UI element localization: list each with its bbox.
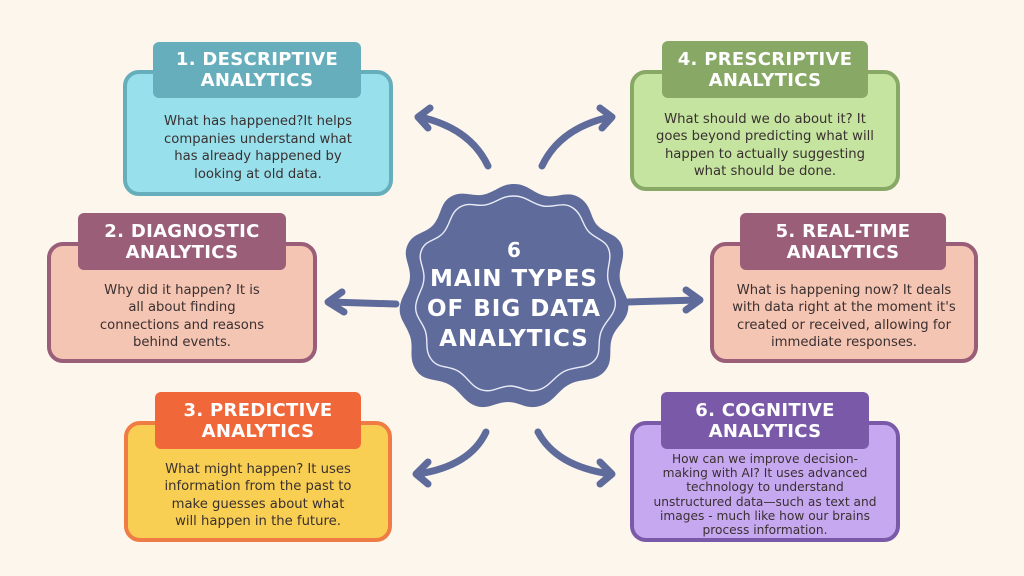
text-line: happen to actually suggesting — [664, 146, 866, 162]
text-line: What has happened?It helps — [163, 114, 353, 129]
text-line: making with AI? It uses advanced — [662, 466, 868, 481]
text-line: technology to understand — [686, 480, 844, 495]
text-line: What is happening now? It deals — [736, 282, 952, 298]
text-line: will happen in the future. — [175, 514, 341, 529]
text-line: has already happened by — [174, 149, 342, 164]
text-line: make guesses about what — [171, 496, 345, 512]
text-line: unstructured data—such as text and — [653, 494, 877, 509]
card-prescriptive-header: 4. PRESCRIPTIVE ANALYTICS — [662, 41, 868, 98]
card-title-line-2: ANALYTICS — [708, 420, 822, 442]
card-title-line-1: 2. DIAGNOSTIC — [104, 220, 260, 242]
card-title-line-1: 3. PREDICTIVE — [183, 399, 333, 421]
center-title: 6 MAIN TYPES OF BIG DATA ANALYTICS — [398, 180, 630, 412]
card-title-line-1: 1. DESCRIPTIVE — [175, 49, 339, 70]
card-title-line-2: ANALYTICS — [786, 241, 900, 263]
arrow-to-predictive-icon — [414, 428, 490, 478]
card-title-line-1: 6. COGNITIVE — [695, 399, 835, 421]
text-line: with data right at the moment it's — [732, 300, 956, 315]
text-line: What should we do about it? It — [664, 111, 866, 127]
text-line: What might happen? It uses — [165, 461, 351, 477]
text-line: behind events. — [132, 335, 232, 350]
card-descriptive-text: What has happened?It helps companies und… — [127, 104, 389, 192]
card-title-line-1: 5. REAL-TIME — [775, 220, 911, 242]
card-title-line-2: ANALYTICS — [201, 420, 315, 442]
card-descriptive-header: 1. DESCRIPTIVE ANALYTICS — [153, 42, 361, 98]
text-line: what should be done. — [693, 164, 837, 179]
card-predictive-text: What might happen? It uses information f… — [128, 453, 388, 538]
card-real-time-text: What is happening now? It deals with dat… — [714, 274, 974, 359]
center-line-2: OF BIG DATA — [426, 296, 602, 322]
card-prescriptive-text: What should we do about it? It goes beyo… — [634, 104, 896, 187]
center-badge-shape — [399, 184, 629, 408]
card-diagnostic-header: 2. DIAGNOSTIC ANALYTICS — [78, 213, 286, 270]
card-title-line-1: 4. PRESCRIPTIVE — [677, 48, 853, 70]
text-line: process information. — [702, 522, 828, 537]
text-line: images - much like how our brains — [660, 508, 870, 523]
card-diagnostic-text: Why did it happen? It is all about findi… — [51, 274, 313, 359]
arrow-to-cognitive-icon — [534, 428, 614, 478]
arrow-to-descriptive-icon — [416, 113, 492, 170]
card-title-line-2: ANALYTICS — [200, 70, 314, 91]
arrow-to-real-time-icon — [624, 296, 702, 306]
card-title-line-2: ANALYTICS — [708, 69, 822, 91]
text-line: connections and reasons — [99, 317, 265, 333]
center-number: 6 — [507, 238, 521, 262]
text-line: immediate responses. — [770, 335, 917, 350]
arrow-to-diagnostic-icon — [326, 298, 400, 308]
center-line-3: ANALYTICS — [439, 326, 589, 352]
card-title-line-2: ANALYTICS — [125, 241, 239, 263]
text-line: created or received, allowing for — [736, 317, 952, 333]
text-line: goes beyond predicting what will — [656, 129, 874, 144]
card-predictive-header: 3. PREDICTIVE ANALYTICS — [155, 392, 361, 449]
text-line: Why did it happen? It is — [104, 282, 260, 298]
card-real-time-header: 5. REAL-TIME ANALYTICS — [740, 213, 946, 270]
card-cognitive-header: 6. COGNITIVE ANALYTICS — [661, 392, 869, 449]
card-cognitive-text: How can we improve decision- making with… — [634, 451, 896, 538]
text-line: looking at old data. — [194, 166, 322, 182]
text-line: information from the past to — [164, 479, 352, 494]
text-line: all about finding — [128, 300, 236, 315]
text-line: How can we improve decision- — [672, 451, 858, 466]
text-line: companies understand what — [164, 131, 352, 147]
arrow-to-prescriptive-icon — [538, 113, 614, 170]
center-line-1: MAIN TYPES — [430, 266, 598, 292]
